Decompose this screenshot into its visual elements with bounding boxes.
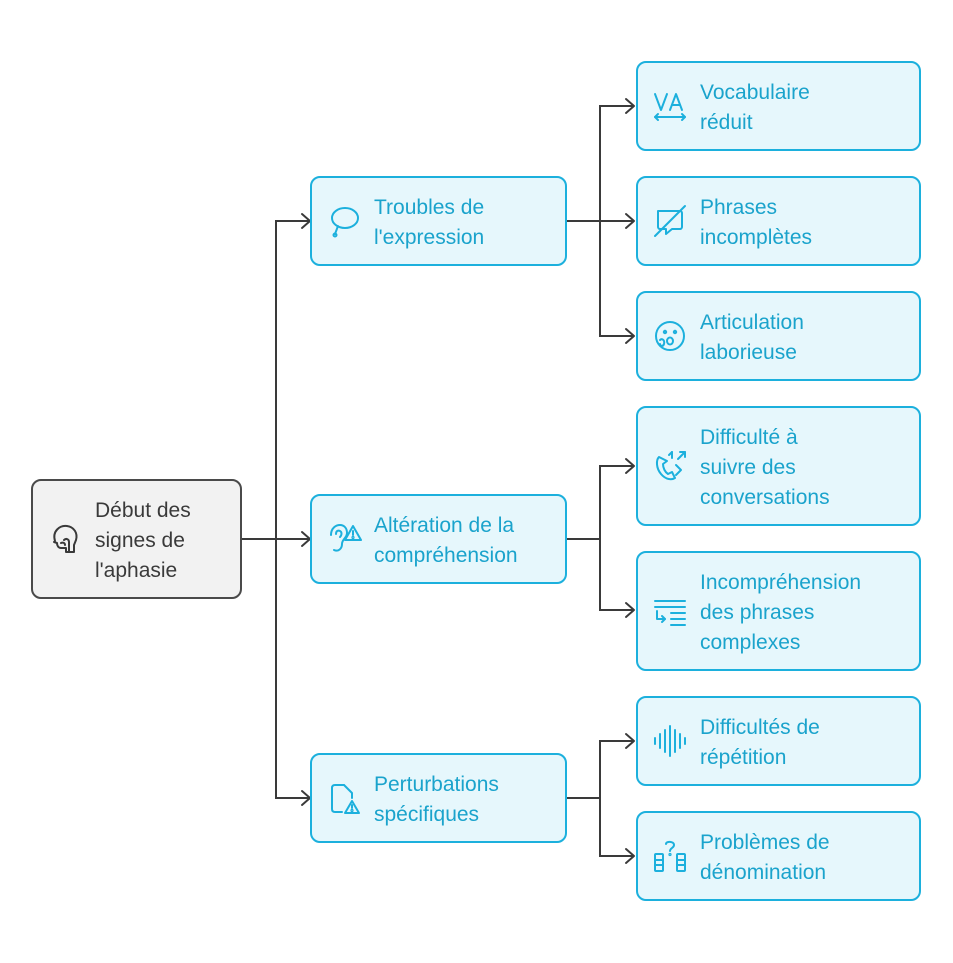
leaf-phrases-incompletes[interactable]: Phrases incomplètes [636, 176, 921, 266]
mouth-face-icon [652, 318, 688, 354]
arrowhead [625, 848, 635, 864]
arrowhead [625, 213, 635, 229]
connector-root-specific [241, 538, 310, 799]
arrowhead [625, 98, 635, 114]
connector-root-expression [241, 220, 310, 540]
leaf-label: Difficulté à suivre des conversations [700, 426, 830, 509]
root-node[interactable]: Début des signes de l'aphasie [31, 479, 242, 599]
head-icon [47, 521, 83, 557]
text-wrap-icon [652, 593, 688, 629]
branch-label: Perturbations spécifiques [374, 773, 499, 826]
leaf-label: Problèmes de dénomination [700, 831, 830, 884]
connector-expression-articulation [567, 220, 634, 337]
connector-expression-vocabulary [567, 105, 634, 222]
branch-alteration-comprehension[interactable]: Altération de la compréhension [310, 494, 567, 584]
leaf-label: Incompréhension des phrases complexes [700, 571, 862, 654]
leaf-label: Vocabulaire réduit [700, 81, 810, 134]
mystery-blocks-icon [652, 838, 688, 874]
leaf-difficulte-suivre-conversations[interactable]: Difficulté à suivre des conversations [636, 406, 921, 526]
leaf-label: Phrases incomplètes [700, 196, 813, 249]
arrowhead [625, 733, 635, 749]
broken-message-icon [652, 203, 688, 239]
arrowhead [625, 458, 635, 474]
branch-label: Troubles de l'expression [374, 196, 485, 249]
branch-label: Altération de la compréhension [374, 514, 518, 567]
connector-specific-repetition [567, 740, 634, 799]
ear-warning-icon [326, 521, 362, 557]
connector-comprehension-complex [567, 538, 634, 611]
arrowhead [625, 328, 635, 344]
leaf-articulation-laborieuse[interactable]: Articulation laborieuse [636, 291, 921, 381]
branch-perturbations-specifiques[interactable]: Perturbations spécifiques [310, 753, 567, 843]
file-warning-icon [326, 780, 362, 816]
leaf-label: Articulation laborieuse [700, 311, 804, 364]
arrowhead [625, 602, 635, 618]
leaf-problemes-denomination[interactable]: Problèmes de dénomination [636, 811, 921, 901]
text-width-icon [652, 88, 688, 124]
phone-arrow-icon [652, 448, 688, 484]
leaf-vocabulaire-reduit[interactable]: Vocabulaire réduit [636, 61, 921, 151]
leaf-label: Difficultés de répétition [700, 716, 820, 769]
branch-troubles-expression[interactable]: Troubles de l'expression [310, 176, 567, 266]
leaf-incomprehension-phrases-complexes[interactable]: Incompréhension des phrases complexes [636, 551, 921, 671]
speech-bubble-icon [326, 203, 362, 239]
leaf-difficultes-repetition[interactable]: Difficultés de répétition [636, 696, 921, 786]
connector-comprehension-conversations [567, 465, 634, 540]
connector-specific-naming [567, 797, 634, 857]
root-label: Début des signes de l'aphasie [95, 499, 191, 582]
sound-wave-icon [652, 723, 688, 759]
